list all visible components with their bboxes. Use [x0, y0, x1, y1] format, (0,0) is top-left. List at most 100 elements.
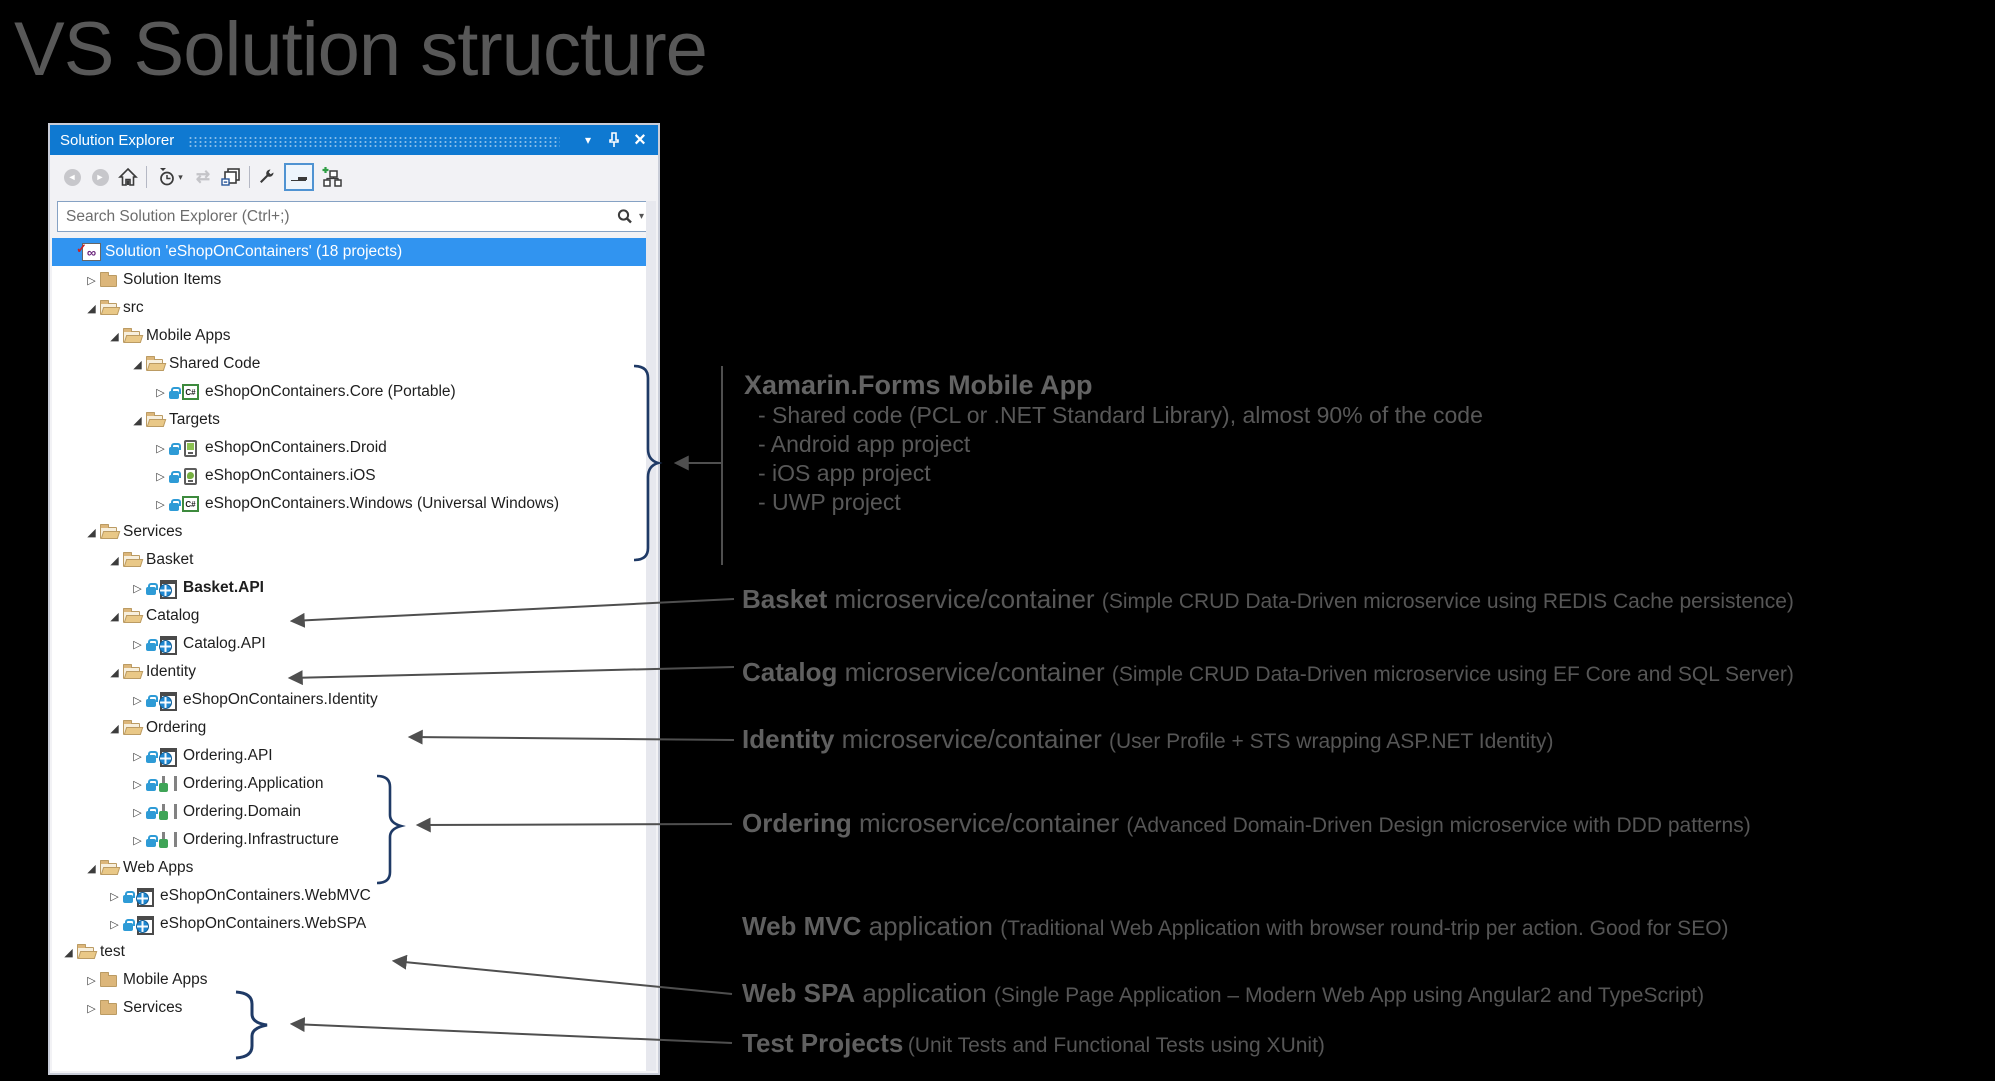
tree-item-solution-eshoponcontainers-18-projects[interactable]: Solution 'eShopOnContainers' (18 project…: [52, 238, 646, 266]
tree-item-solution-items[interactable]: ▷Solution Items: [52, 266, 646, 294]
expander-expanded-icon[interactable]: ◢: [110, 610, 119, 623]
annotation-bullet: - Android app project: [758, 431, 971, 457]
tree-item-identity[interactable]: ◢Identity: [52, 658, 646, 686]
class-library-project-icon: [159, 776, 177, 792]
expander-collapsed-icon[interactable]: ▷: [133, 582, 142, 595]
annotation-bullet: - UWP project: [758, 489, 901, 515]
orgchart-plus-icon: [322, 167, 342, 187]
expander-expanded-icon[interactable]: ◢: [110, 330, 119, 343]
tree-item-label: src: [123, 299, 144, 316]
preview-selected-items-button[interactable]: [284, 163, 314, 191]
lock-icon: [146, 582, 158, 595]
tree-item-eshoponcontainers-identity[interactable]: ▷eShopOnContainers.Identity: [52, 686, 646, 714]
expander-expanded-icon[interactable]: ◢: [87, 526, 96, 539]
expander-collapsed-icon[interactable]: ▷: [110, 890, 119, 903]
expander-expanded-icon[interactable]: ◢: [133, 414, 142, 427]
expander-expanded-icon[interactable]: ◢: [110, 722, 119, 735]
tree-item-basket-api[interactable]: ▷Basket.API: [52, 574, 646, 602]
tree-item-test[interactable]: ◢test: [52, 938, 646, 966]
annotation-subtitle: microservice/container: [851, 808, 1127, 838]
drag-handle-dots[interactable]: [188, 135, 560, 147]
home-button[interactable]: [116, 164, 140, 190]
tree-item-label: Catalog.API: [183, 635, 266, 652]
tree-item-mobile-apps[interactable]: ◢ Mobile Apps: [52, 322, 646, 350]
expander-expanded-icon[interactable]: ◢: [110, 554, 119, 567]
tree-item-ordering-api[interactable]: ▷Ordering.API: [52, 742, 646, 770]
annotation-webmvc: Web MVC application (Traditional Web App…: [742, 911, 1729, 942]
annotation-subtitle: microservice/container: [827, 584, 1102, 614]
back-icon: ◄: [63, 168, 81, 186]
annotation-identity: Identity microservice/container (User Pr…: [742, 724, 1554, 755]
tree-item-targets[interactable]: ◢Targets: [52, 406, 646, 434]
tree-item-src[interactable]: ◢ src: [52, 294, 646, 322]
pending-changes-filter-button[interactable]: ▾: [153, 164, 187, 190]
window-position-button[interactable]: ▾: [578, 129, 598, 151]
folder-open-icon: [77, 944, 94, 959]
home-icon: [118, 167, 138, 186]
expander-collapsed-icon[interactable]: ▷: [110, 918, 119, 931]
tree-item-label: Mobile Apps: [146, 327, 231, 344]
expander-collapsed-icon[interactable]: ▷: [156, 470, 165, 483]
sync-button[interactable]: ⇄: [191, 164, 215, 190]
tree-item-label: eShopOnContainers.iOS: [205, 467, 376, 484]
expander-expanded-icon[interactable]: ◢: [87, 302, 96, 315]
tree-item-web-apps[interactable]: ◢Web Apps: [52, 854, 646, 882]
expander-collapsed-icon[interactable]: ▷: [133, 806, 142, 819]
tree-item-label: Ordering.Domain: [183, 803, 302, 820]
tree-item-eshoponcontainers-droid[interactable]: ▷eShopOnContainers.Droid: [52, 434, 646, 462]
search-input[interactable]: [66, 207, 616, 226]
tree-item-eshoponcontainers-ios[interactable]: ▷ eShopOnContainers.iOS: [52, 462, 646, 490]
close-button[interactable]: ×: [630, 129, 650, 151]
expander-collapsed-icon[interactable]: ▷: [87, 274, 96, 287]
tree-item-eshoponcontainers-webmvc[interactable]: ▷eShopOnContainers.WebMVC: [52, 882, 646, 910]
back-button[interactable]: ◄: [60, 164, 84, 190]
expander-collapsed-icon[interactable]: ▷: [133, 834, 142, 847]
annotation-title: Catalog: [742, 657, 838, 687]
expander-collapsed-icon[interactable]: ▷: [87, 974, 96, 987]
add-item-button[interactable]: [318, 164, 346, 190]
expander-collapsed-icon[interactable]: ▷: [87, 1002, 96, 1015]
tree-item-shared-code[interactable]: ◢Shared Code: [52, 350, 646, 378]
tree-item-ordering-domain[interactable]: ▷ Ordering.Domain: [52, 798, 646, 826]
pin-button[interactable]: [604, 129, 624, 151]
expander-expanded-icon[interactable]: ◢: [87, 862, 96, 875]
folder-closed-icon: [100, 272, 117, 287]
collapse-all-button[interactable]: [219, 164, 243, 190]
tree-item-eshoponcontainers-windows-universal-windows[interactable]: ▷eShopOnContainers.Windows (Universal Wi…: [52, 490, 646, 518]
expander-collapsed-icon[interactable]: ▷: [133, 638, 142, 651]
tree-item-mobile-apps[interactable]: ▷Mobile Apps: [52, 966, 646, 994]
annotation-subtitle: application: [861, 911, 1001, 941]
expander-expanded-icon[interactable]: ◢: [64, 946, 73, 959]
expander-collapsed-icon[interactable]: ▷: [156, 498, 165, 511]
tree-item-services[interactable]: ◢Services: [52, 518, 646, 546]
tree-item-eshoponcontainers-webspa[interactable]: ▷eShopOnContainers.WebSPA: [52, 910, 646, 938]
lock-icon: [169, 386, 181, 399]
tree-item-catalog-api[interactable]: ▷ Catalog.API: [52, 630, 646, 658]
tree-item-catalog[interactable]: ◢Catalog: [52, 602, 646, 630]
forward-icon: ►: [91, 168, 109, 186]
expander-expanded-icon[interactable]: ◢: [110, 666, 119, 679]
tree-item-eshoponcontainers-core-portable[interactable]: ▷eShopOnContainers.Core (Portable): [52, 378, 646, 406]
expander-collapsed-icon[interactable]: ▷: [156, 386, 165, 399]
properties-button[interactable]: [256, 164, 280, 190]
expander-expanded-icon[interactable]: ◢: [133, 358, 142, 371]
tree-item-basket[interactable]: ◢Basket: [52, 546, 646, 574]
search-options-caret-icon[interactable]: ▾: [638, 211, 644, 222]
expander-collapsed-icon[interactable]: ▷: [133, 694, 142, 707]
wrench-icon: [260, 169, 274, 183]
annotation-webspa: Web SPA application (Single Page Applica…: [742, 978, 1704, 1009]
tree-item-ordering[interactable]: ◢Ordering: [52, 714, 646, 742]
expander-collapsed-icon[interactable]: ▷: [156, 442, 165, 455]
search-box[interactable]: ▾: [57, 201, 651, 232]
clock-filter-icon: [160, 168, 175, 186]
tree-item-ordering-application[interactable]: ▷Ordering.Application: [52, 770, 646, 798]
tree-item-services[interactable]: ▷Services: [52, 994, 646, 1022]
tree-item-ordering-infrastructure[interactable]: ▷Ordering.Infrastructure: [52, 826, 646, 854]
forward-button[interactable]: ►: [88, 164, 112, 190]
search-icon[interactable]: [616, 208, 634, 226]
annotation-subtitle: microservice/container: [834, 724, 1109, 754]
expander-collapsed-icon[interactable]: ▷: [133, 778, 142, 791]
expander-collapsed-icon[interactable]: ▷: [133, 750, 142, 763]
scrollbar-track[interactable]: [646, 201, 656, 1071]
panel-titlebar[interactable]: Solution Explorer ▾ ×: [50, 125, 658, 155]
